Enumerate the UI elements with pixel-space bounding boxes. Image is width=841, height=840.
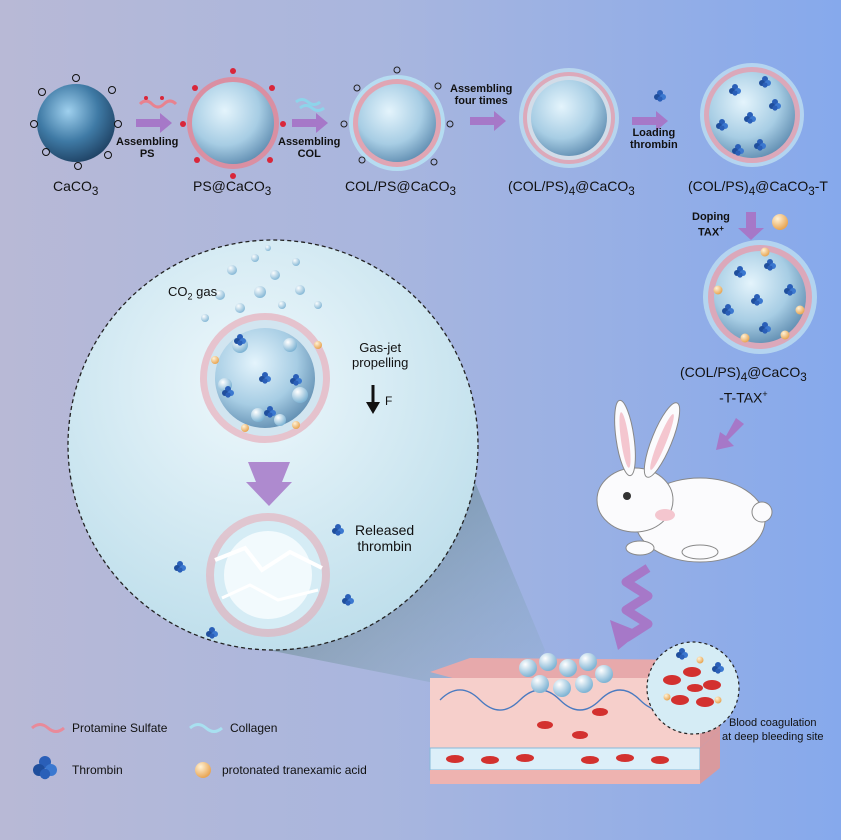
tax-step-icon	[772, 214, 788, 230]
legend-collagen-label: Collagen	[230, 721, 278, 735]
col-strands	[295, 98, 325, 112]
col-ps4-caco3-particle	[519, 68, 619, 168]
caco3-particle	[30, 74, 122, 170]
burst-particle	[206, 513, 330, 637]
label-ps-caco3: PS@CaCO3	[193, 178, 272, 198]
burst-arrow	[246, 462, 292, 506]
legend-collagen-icon	[189, 723, 223, 733]
legend-protamine-label: Protamine Sulfate	[72, 721, 168, 735]
col-ps4-caco3-t-particle	[700, 63, 804, 167]
legend-tax-icon	[195, 762, 211, 778]
label-caco3: CaCO3	[53, 178, 99, 198]
label-col-ps-caco3: COL/PS@CaCO3	[345, 178, 456, 198]
force-label: F	[385, 394, 393, 408]
ps-beads	[138, 96, 178, 109]
label-col-ps4-caco3: (COL/PS)4@CaCO3	[508, 178, 635, 198]
injection-arrow	[621, 564, 653, 642]
ps-caco3-particle	[180, 68, 286, 179]
col-ps-caco3-particle	[340, 66, 454, 171]
force-arrow	[366, 385, 380, 414]
thrombin-step-icon	[654, 90, 666, 102]
rabbit-illustration	[596, 399, 773, 563]
legend-tax-label: protonated tranexamic acid	[222, 763, 367, 777]
label-final-particle: (COL/PS)4@CaCO3 -T-TAX+	[680, 364, 807, 406]
legend-thrombin-label: Thrombin	[72, 763, 123, 777]
step-arrows	[136, 111, 764, 450]
inset-circle	[67, 239, 479, 651]
legend-thrombin-icon	[33, 756, 57, 780]
final-particle	[703, 240, 817, 354]
co2-gas-label: CO2 gas	[168, 284, 218, 302]
legend-protamine-icon	[31, 723, 65, 733]
clot-inset	[646, 641, 740, 735]
label-col-ps4-caco3-t: (COL/PS)4@CaCO3-T	[688, 178, 828, 198]
